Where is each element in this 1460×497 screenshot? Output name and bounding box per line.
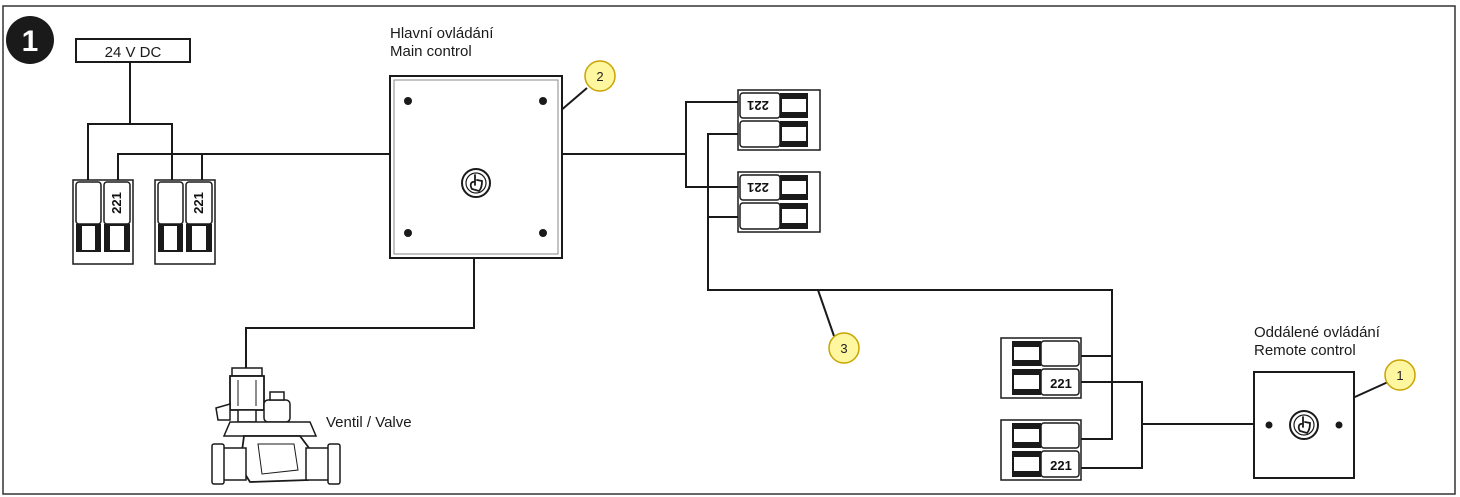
- svg-text:24 V DC: 24 V DC: [105, 44, 162, 61]
- callout-1: 1: [1384, 359, 1416, 391]
- solenoid-valve: [211, 367, 341, 485]
- svg-text:3: 3: [840, 341, 847, 356]
- svg-text:221: 221: [747, 180, 769, 195]
- connector-221-left-1: 221: [72, 179, 134, 265]
- valve-label: Ventil / Valve: [326, 414, 412, 431]
- main-control-button-icon: [461, 168, 491, 198]
- connector-221-left-2: 221: [154, 179, 216, 265]
- main-control-label-en: Main control: [390, 43, 472, 60]
- remote-control-label-en: Remote control: [1254, 342, 1356, 359]
- remote-control-label-cz: Oddálené ovládání: [1254, 324, 1381, 341]
- svg-text:221: 221: [1050, 376, 1072, 391]
- step-badge: 1: [6, 16, 54, 64]
- remote-control-button-icon: [1289, 410, 1319, 440]
- connector-221-remote-2: 221: [1000, 419, 1082, 481]
- svg-text:1: 1: [1396, 368, 1403, 383]
- connector-221-remote-1: 221: [1000, 337, 1082, 399]
- diagram-frame: [2, 5, 1456, 495]
- connector-221-right-1: 221: [737, 89, 821, 151]
- svg-text:221: 221: [1050, 458, 1072, 473]
- main-control-label-cz: Hlavní ovládání: [390, 25, 494, 42]
- svg-text:2: 2: [596, 69, 603, 84]
- svg-text:221: 221: [747, 98, 769, 113]
- svg-text:221: 221: [191, 192, 206, 214]
- power-supply-box: 24 V DC: [75, 38, 191, 63]
- callout-3: 3: [828, 332, 860, 364]
- connector-221-right-2: 221: [737, 171, 821, 233]
- svg-text:1: 1: [22, 25, 39, 58]
- callout-2: 2: [584, 60, 616, 92]
- wiring: [87, 62, 1389, 469]
- svg-text:221: 221: [109, 192, 124, 214]
- main-control-box: [389, 75, 563, 259]
